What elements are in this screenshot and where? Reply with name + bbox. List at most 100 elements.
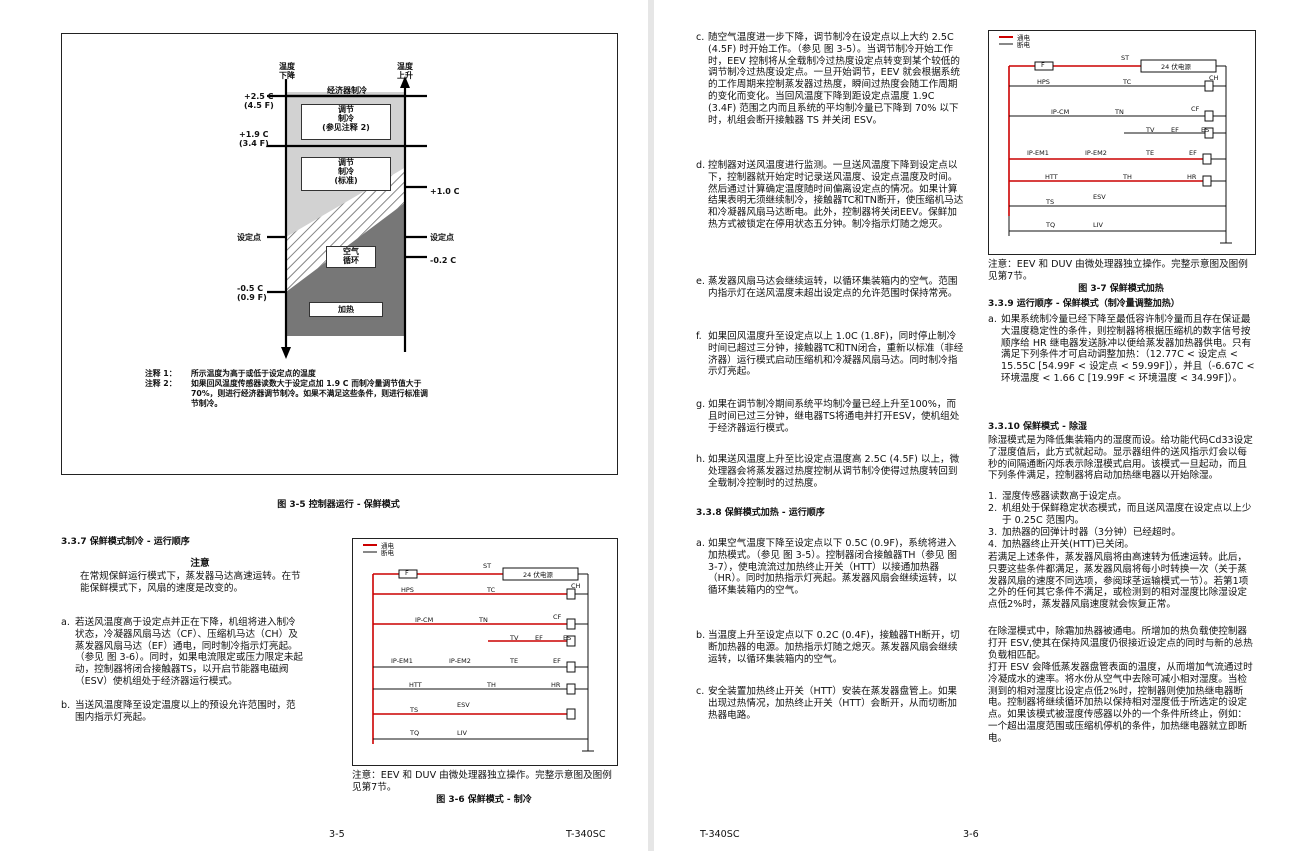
condition-3-label: 3. <box>988 527 998 538</box>
tn-label: TN <box>1115 108 1124 116</box>
liv-label: LIV <box>457 729 467 737</box>
threshold-1-9c: +1.9 C (3.4 F) <box>239 130 269 148</box>
legend-deenergized-label: 断电 <box>381 549 394 557</box>
legend-energized-label: 通电 <box>381 542 394 550</box>
item-b-label: b. <box>61 700 71 711</box>
item-e-text: 蒸发器风扇马达会继续运转，以循环集装箱内的空气。范围内指示灯在送风温度未超出设定… <box>708 276 958 299</box>
condition-1-label: 1. <box>988 491 998 502</box>
ef-label: EF <box>1171 126 1179 134</box>
dehumidify-paragraph-2: 在除湿模式中，除霜加热器被通电。所增加的热负载使控制器打开 ESV,使其在保持风… <box>988 626 1253 661</box>
dehumidify-paragraph-1: 若满足上述条件，蒸发器风扇将由高速转为低速运转。此后，只要这些条件都满足，蒸发器… <box>988 552 1249 611</box>
item-h-label: h. <box>696 454 706 465</box>
section-3-3-9-heading: 3.3.9 运行顺序 - 保鲜模式（制冷量调整加热） <box>988 299 1180 309</box>
legend-deenergized-label: 断电 <box>1017 41 1030 49</box>
ts-label: TS <box>1046 198 1055 206</box>
heating-box: 加热 <box>309 302 383 317</box>
item-b-text: 当送风温度降至设定温度以上的预设允许范围时，范围内指示灯亮起。 <box>75 700 296 723</box>
threshold-2-5c: +2.5 C (4.5 F) <box>244 92 274 110</box>
tv-label: TV <box>1146 126 1155 134</box>
temp-fall-label: 温度 下降 <box>279 62 295 80</box>
modulate-std-box: 调节 制冷 (标准) <box>301 157 391 191</box>
ch-label: CH <box>571 582 581 590</box>
footer-page-number-right: 3-6 <box>963 829 979 840</box>
dehumidify-intro: 除湿模式是为降低集装箱内的湿度而设。给功能代码Cd33设定了湿度值后，此方式就起… <box>988 435 1253 482</box>
item-d-text: 控制器对送风温度进行监测。一旦送风温度下降到设定点以下，控制器就开始定时记录送风… <box>708 160 964 230</box>
section-3-3-8-heading: 3.3.8 保鲜模式加热 - 运行顺序 <box>696 508 825 518</box>
tc-label: TC <box>487 586 496 594</box>
condition-3-text: 加热器的回弹计时器（3分钟）已经超时。 <box>1002 527 1181 538</box>
tv-label: TV <box>510 634 519 642</box>
section-3-3-10-heading: 3.3.10 保鲜模式 - 除湿 <box>988 422 1088 432</box>
footer-model-left: T-340SC <box>566 829 606 840</box>
figure-3-6-note: 注意：EEV 和 DUV 由微处理器独立操作。完整示意图及图例见第7节。 <box>352 770 612 793</box>
heat-item-c-label: c. <box>696 686 705 697</box>
right-page: c. 随空气温度进一步下降，调节制冷在设定点以上大约 2.5C (4.5F) 时… <box>654 0 1301 851</box>
esv-label: ESV <box>457 701 470 709</box>
tn-label: TN <box>479 616 488 624</box>
item-e-label: e. <box>696 276 705 287</box>
condition-1-text: 湿度传感器读数高于设定点。 <box>1002 491 1127 502</box>
dehumidify-paragraph-3: 打开 ESV 会降低蒸发器盘管表面的温度，从而增加气流通过时冷凝成水的速率。将水… <box>988 662 1253 744</box>
power-24v-label: 24 伏电源 <box>523 571 553 579</box>
ef2-label: EF <box>1189 149 1197 157</box>
figure-3-5-frame: 调节 制冷 (参见注释 2) 调节 制冷 (标准) 空气 循环 加热 温度 下降… <box>61 33 618 475</box>
figure-3-5-caption: 图 3-5 控制器运行 - 保鲜模式 <box>277 500 400 510</box>
tc-label: TC <box>1123 78 1132 86</box>
fuse-label: F <box>1041 61 1045 69</box>
ef2-label: EF <box>553 657 561 665</box>
te-label: TE <box>510 657 519 665</box>
figure-3-7-caption: 图 3-7 保鲜模式加热 <box>1078 284 1164 294</box>
heat-item-b-text: 当温度上升至设定点以下 0.2C (0.4F)，接触器TH断开，切断加热器的电源… <box>708 630 960 665</box>
item-h-text: 如果送风温度上升至比设定点温度高 2.5C (4.5F) 以上，微处理器会将蒸发… <box>708 454 960 489</box>
tq-label: TQ <box>1046 221 1056 229</box>
figure-3-6-schematic: 通电 断电 24 伏电源 F ST HPS TC CH IP-CM TN CF … <box>352 538 618 766</box>
item-g-text: 如果在调节制冷期间系统平均制冷量已经上升至100%，而且时间已过三分钟，继电器T… <box>708 399 960 434</box>
adjust-item-a-text: 如果系统制冷量已经下降至最低容许制冷量而且存在保证最大温度稳定性的条件，则控制器… <box>1001 314 1255 384</box>
temp-rise-label: 温度 上升 <box>397 62 413 80</box>
hr-label: HR <box>551 681 561 689</box>
footer-model-right: T-340SC <box>700 829 740 840</box>
hr-label: HR <box>1187 173 1197 181</box>
item-g-label: g. <box>696 399 706 410</box>
heat-item-c-text: 安全装置加热终止开关（HTT）安装在蒸发器盘管上。如果出现过热情况，加热终止开关… <box>708 686 958 721</box>
cf-label: CF <box>553 613 562 621</box>
condition-2-text: 机组处于保鲜稳定状态模式，而且送风温度在设定点以上少于 0.25C 范围内。 <box>1002 503 1252 526</box>
caution-body: 在常规保鲜运行模式下，蒸发器马达高速运转。在节能保鲜模式下，风扇的速度是改变的。 <box>80 571 301 594</box>
item-f-label: f. <box>696 331 702 342</box>
figure-3-5-notes: 注释 1：所示温度为高于或低于设定点的温度 注释 2：如果回风温度传感器读数大于… <box>145 369 428 408</box>
footer-page-number-left: 3-5 <box>329 829 345 840</box>
ef-label: EF <box>535 634 543 642</box>
item-a-label: a. <box>61 617 70 628</box>
condition-4-label: 4. <box>988 539 998 550</box>
te-label: TE <box>1146 149 1155 157</box>
st-label: ST <box>1121 54 1130 62</box>
figure-3-7-schematic: 通电 断电 24 伏电源 F ST HPS TC CH IP-CM TN CF … <box>988 30 1256 255</box>
figure-3-6-caption: 图 3-6 保鲜模式 - 制冷 <box>436 795 532 805</box>
setpoint-left-label: 设定点 <box>237 233 261 242</box>
item-d-label: d. <box>696 160 706 171</box>
economizer-label: 经济器制冷 <box>327 86 367 95</box>
threshold-lines <box>267 76 427 359</box>
cf-label: CF <box>1191 105 1200 113</box>
es-label: ES <box>563 634 572 642</box>
ip-em1-label: IP-EM1 <box>1027 149 1049 157</box>
power-24v-label: 24 伏电源 <box>1161 63 1191 71</box>
th-label: TH <box>1123 173 1132 181</box>
fuse-label: F <box>405 569 409 577</box>
st-label: ST <box>483 562 492 570</box>
es-label: ES <box>1201 126 1210 134</box>
item-c-text: 随空气温度进一步下降，调节制冷在设定点以上大约 2.5C (4.5F) 时开始工… <box>708 32 960 126</box>
tq-label: TQ <box>410 729 420 737</box>
hps-label: HPS <box>1037 78 1050 86</box>
ip-em2-label: IP-EM2 <box>1085 149 1107 157</box>
threshold-minus-0-5c: -0.5 C (0.9 F) <box>237 284 267 302</box>
left-page: 调节 制冷 (参见注释 2) 调节 制冷 (标准) 空气 循环 加热 温度 下降… <box>0 0 648 851</box>
control-band-diagram: 调节 制冷 (参见注释 2) 调节 制冷 (标准) 空气 循环 加热 <box>286 92 406 336</box>
ip-cm-label: IP-CM <box>1051 108 1070 116</box>
section-3-3-7-heading: 3.3.7 保鲜模式制冷 - 运行顺序 <box>61 537 190 547</box>
th-label: TH <box>487 681 496 689</box>
item-f-text: 如果回风温度升至设定点以上 1.0C (1.8F)，同时停止制冷时间已超过三分钟… <box>708 331 964 378</box>
item-a-text: 若送风温度高于设定点并正在下降，机组将进入制冷状态，冷凝器风扇马达（CF）、压缩… <box>75 617 304 687</box>
ch-label: CH <box>1209 74 1219 82</box>
condition-4-text: 加热器终止开关(HTT)已关闭。 <box>1002 539 1134 550</box>
